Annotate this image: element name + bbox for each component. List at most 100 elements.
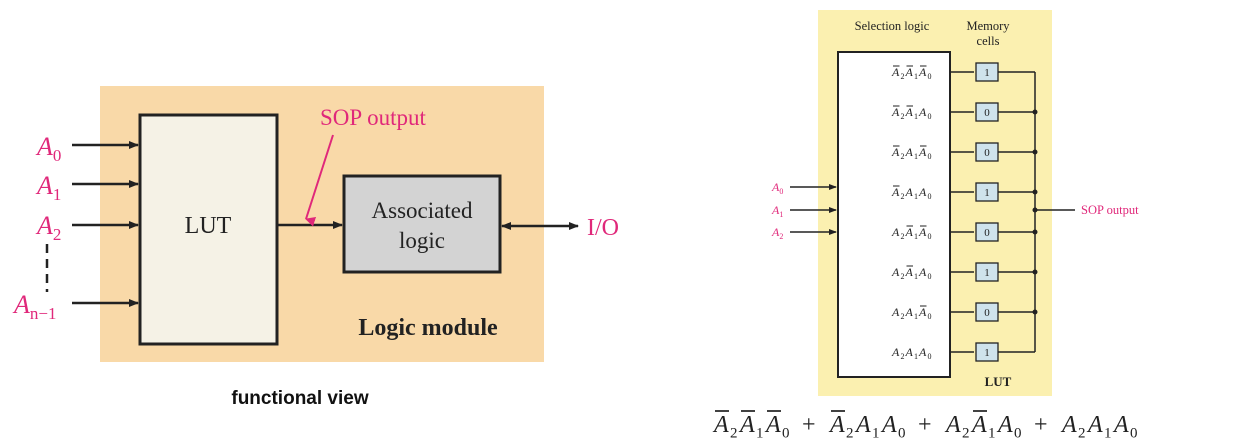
logic-module-label: Logic module (358, 315, 498, 341)
term-variable: A (712, 412, 729, 438)
term-variable: A (918, 305, 927, 319)
term-subscript: 2 (901, 232, 905, 241)
term-variable: A (891, 265, 900, 279)
term-variable: A (905, 105, 914, 119)
term-variable: A (905, 345, 914, 359)
lut-input-label-a1: A1 (771, 203, 783, 219)
plus-operator: + (802, 412, 816, 438)
term-subscript: 2 (901, 72, 905, 81)
term-subscript: 1 (872, 425, 880, 441)
term-subscript: 1 (914, 232, 918, 241)
term-variable: A (918, 65, 927, 79)
term-variable: A (854, 412, 871, 438)
term-variable: A (996, 412, 1013, 438)
lut-input-label-a2: A2 (771, 225, 783, 241)
term-subscript: 1 (914, 112, 918, 121)
term-subscript: 1 (914, 312, 918, 321)
memory-cell-value: 1 (984, 267, 990, 279)
term-variable: A (891, 345, 900, 359)
term-variable: A (918, 345, 927, 359)
term-variable: A (918, 265, 927, 279)
term-subscript: 1 (1104, 425, 1112, 441)
lut-block-label: LUT (185, 213, 232, 239)
term-variable: A (738, 412, 755, 438)
associated-logic-label-line1: Associated (372, 198, 473, 223)
term-subscript: 1 (988, 425, 996, 441)
term-subscript: 2 (901, 192, 905, 201)
term-variable: A (918, 105, 927, 119)
term-variable: A (891, 145, 900, 159)
sop-output-label: SOP output (320, 105, 426, 130)
memory-cell-value: 0 (984, 107, 990, 119)
lut-bottom-label: LUT (985, 374, 1012, 389)
term-variable: A (880, 412, 897, 438)
term-variable: A (891, 305, 900, 319)
io-label: I/O (587, 215, 619, 241)
associated-logic-label-line2: logic (399, 228, 445, 253)
term-subscript: 0 (1014, 425, 1022, 441)
lut-input-label-a0: A0 (771, 180, 783, 196)
term-subscript: 2 (901, 312, 905, 321)
term-variable: A (918, 145, 927, 159)
term-variable: A (1112, 412, 1129, 438)
input-label-an-1: An−1 (12, 290, 56, 323)
term-subscript: 0 (1130, 425, 1138, 441)
term-variable: A (891, 225, 900, 239)
plus-operator: + (918, 412, 932, 438)
term-variable: A (905, 265, 914, 279)
term-subscript: 2 (901, 352, 905, 361)
term-subscript: 2 (1078, 425, 1086, 441)
input-label-a1: A1 (35, 171, 61, 204)
term-subscript: 1 (756, 425, 764, 441)
term-variable: A (970, 412, 987, 438)
term-subscript: 0 (898, 425, 906, 441)
term-variable: A (891, 105, 900, 119)
term-subscript: 1 (914, 352, 918, 361)
term-subscript: 0 (928, 312, 932, 321)
term-subscript: 0 (782, 425, 790, 441)
memory-cell-value: 0 (984, 227, 990, 239)
memory-cell-value: 0 (984, 147, 990, 159)
term-subscript: 0 (928, 232, 932, 241)
term-variable: A (905, 185, 914, 199)
selection-logic-header: Selection logic (855, 19, 930, 33)
memory-cells-header-line1: Memory (966, 19, 1010, 33)
term-subscript: 2 (901, 272, 905, 281)
sop-pointer-arrow (305, 134, 334, 227)
term-variable: A (1086, 412, 1103, 438)
term-variable: A (764, 412, 781, 438)
term-variable: A (918, 185, 927, 199)
term-subscript: 2 (901, 112, 905, 121)
term-variable: A (828, 412, 845, 438)
term-variable: A (891, 65, 900, 79)
term-subscript: 0 (928, 192, 932, 201)
term-variable: A (918, 225, 927, 239)
term-subscript: 1 (914, 192, 918, 201)
lut-block (138, 113, 279, 346)
term-subscript: 1 (914, 272, 918, 281)
term-variable: A (905, 65, 914, 79)
memory-cells-header-line2: cells (977, 34, 1000, 48)
term-variable: A (1060, 412, 1077, 438)
term-subscript: 2 (901, 152, 905, 161)
term-subscript: 0 (928, 272, 932, 281)
term-variable: A (905, 145, 914, 159)
